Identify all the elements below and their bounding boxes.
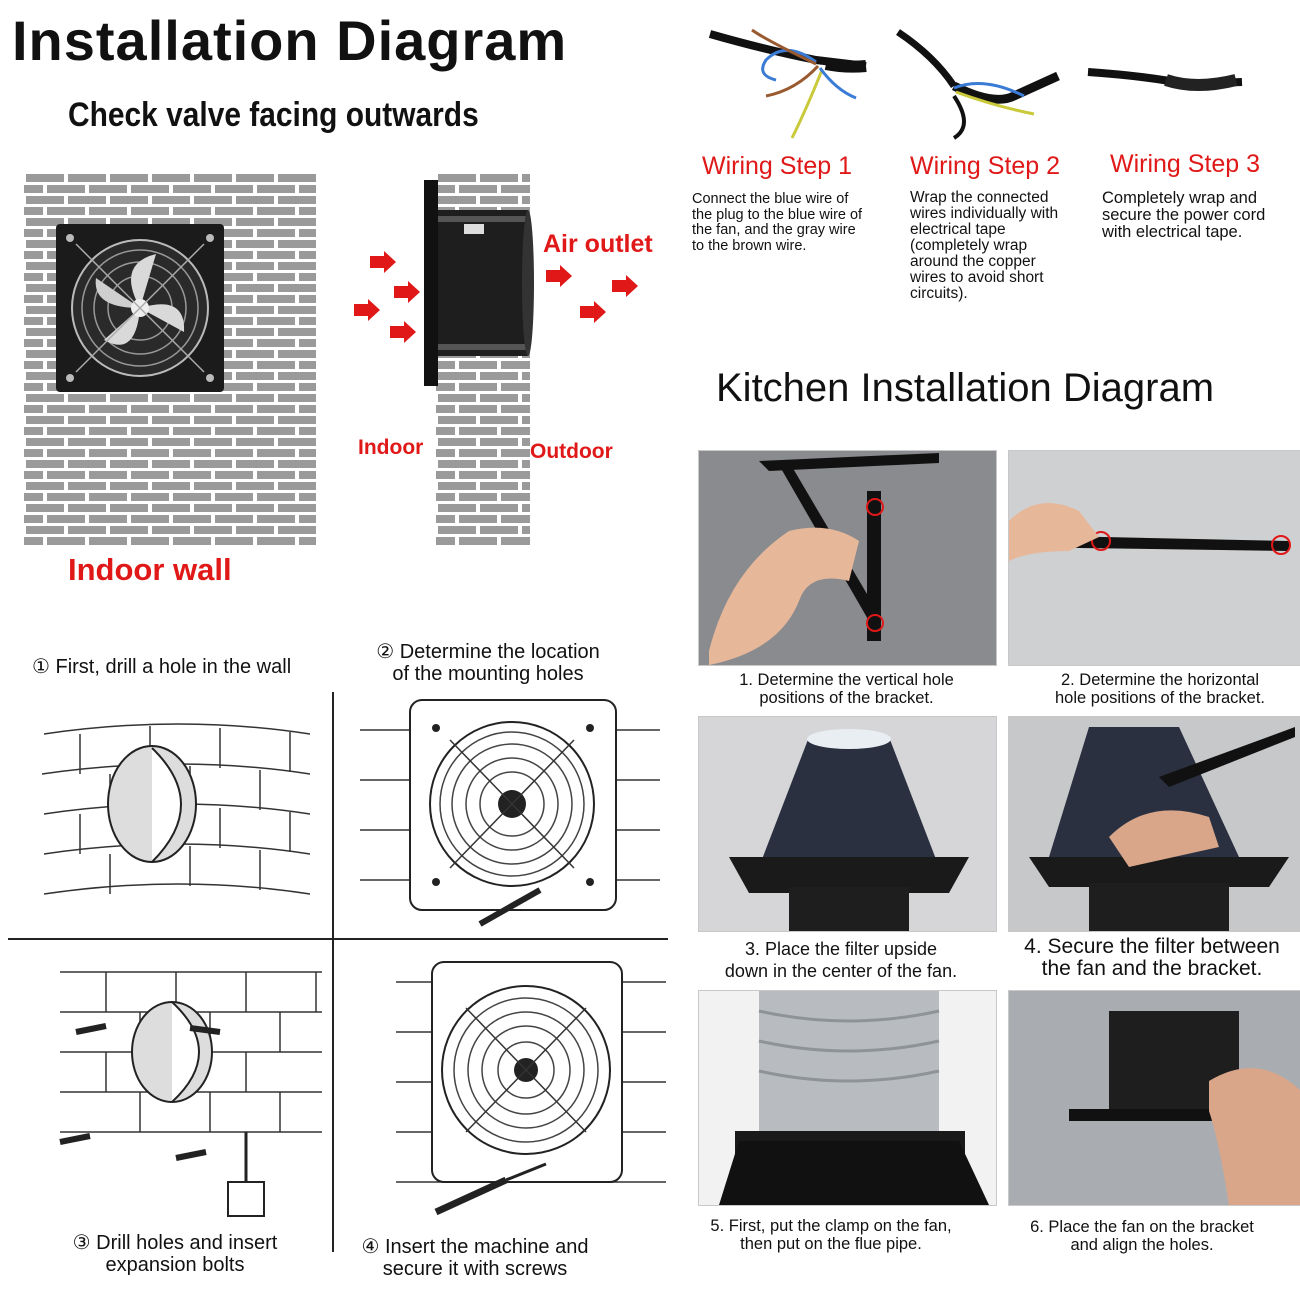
wiring-step-2-wires-icon: [896, 29, 1060, 140]
kitchen-title: Kitchen Installation Diagram: [716, 366, 1215, 410]
quad-divider-horizontal: [8, 938, 668, 940]
page-title: Installation Diagram: [12, 9, 568, 72]
kitchen-step-4-caption: 4. Secure the filter between the fan and…: [1024, 935, 1280, 980]
wall-fan-front-icon: [56, 224, 224, 392]
quad-divider-vertical: [332, 692, 334, 1252]
install-step-3-label: ③ Drill holes and insert expansion bolts: [72, 1232, 278, 1276]
install-step-4-label: ④ Insert the machine and secure it with …: [361, 1236, 589, 1280]
wiring-step-3-desc: Completely wrap and secure the power cor…: [1102, 189, 1266, 241]
kitchen-step-6-caption: 6. Place the fan on the bracket and alig…: [1030, 1218, 1254, 1254]
mounting-holes-drawing: [360, 699, 660, 927]
install-step-1-label: ① First, drill a hole in the wall: [32, 656, 292, 678]
kitchen-photo-3: [698, 716, 997, 932]
kitchen-photo-1: [698, 450, 997, 666]
outdoor-label: Outdoor: [530, 440, 613, 463]
wiring-step-3-title: Wiring Step 3: [1110, 150, 1261, 178]
duct-fan-side-icon: [424, 180, 534, 386]
kitchen-photo-5: [698, 990, 997, 1206]
expansion-bolts-drawing: [59, 971, 322, 1217]
kitchen-step-5-caption: 5. First, put the clamp on the fan, then…: [710, 1217, 952, 1253]
air-outlet-label: Air outlet: [543, 230, 653, 258]
wiring-step-1-title: Wiring Step 1: [702, 152, 853, 180]
insert-machine-drawing: [396, 961, 666, 1216]
wiring-step-3-wires-icon: [1087, 68, 1243, 91]
wiring-step-1-wires-icon: [708, 28, 867, 139]
install-step-2-label: ② Determine the location of the mounting…: [376, 641, 600, 685]
wiring-step-2-title: Wiring Step 2: [910, 152, 1061, 180]
kitchen-step-1-caption: 1. Determine the vertical hole positions…: [739, 671, 954, 707]
indoor-wall-label: Indoor wall: [68, 552, 232, 587]
kitchen-step-2-caption: 2. Determine the horizontal hole positio…: [1054, 671, 1266, 707]
airflow-arrows-icon: [354, 251, 638, 343]
drill-hole-drawing: [41, 723, 311, 895]
kitchen-photo-2: [1008, 450, 1300, 666]
kitchen-step-3-caption: 3. Place the filter upside down in the c…: [724, 939, 958, 981]
wiring-step-1-desc: Connect the blue wire of the plug to the…: [692, 191, 863, 254]
kitchen-photo-6: [1008, 990, 1300, 1206]
wiring-step-2-desc: Wrap the connected wires individually wi…: [910, 189, 1059, 302]
kitchen-photo-4: [1008, 716, 1300, 932]
subtitle: Check valve facing outwards: [68, 96, 479, 134]
indoor-label: Indoor: [358, 436, 424, 459]
